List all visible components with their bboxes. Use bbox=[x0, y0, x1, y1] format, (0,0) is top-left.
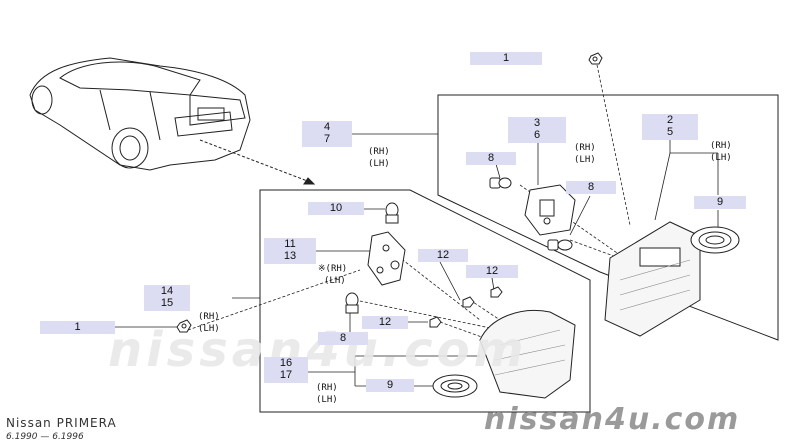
part-bulb-10 bbox=[385, 202, 399, 224]
part-bulb-8c bbox=[345, 292, 359, 314]
part-outer-lens-2-5 bbox=[604, 221, 701, 337]
part-label-8a[interactable]: 8 bbox=[466, 152, 516, 165]
side-11-13: ※(RH)(LH) bbox=[318, 264, 348, 286]
part-label-9b[interactable]: 9 bbox=[366, 379, 414, 392]
site-brand: nissan4u.com bbox=[484, 402, 741, 437]
part-gasket-9b bbox=[432, 374, 478, 398]
part-label-10[interactable]: 10 bbox=[308, 202, 364, 215]
part-gasket-9a bbox=[690, 226, 740, 254]
watermark: nissan4u.com bbox=[108, 322, 528, 378]
car-arrow bbox=[199, 139, 316, 185]
side-3-6: (RH)(LH) bbox=[574, 143, 596, 165]
part-label-12a[interactable]: 12 bbox=[418, 249, 468, 262]
part-bulb-8a bbox=[489, 177, 512, 189]
part-socket-3-6 bbox=[524, 184, 576, 236]
part-label-8c[interactable]: 8 bbox=[318, 332, 368, 345]
model-name: Nissan PRIMERA bbox=[6, 416, 117, 430]
car-illustration bbox=[29, 57, 251, 171]
part-label-9a[interactable]: 9 bbox=[694, 196, 746, 209]
inner-lamp-boundary bbox=[259, 189, 591, 413]
part-washers-12 bbox=[429, 286, 503, 328]
date-range: 6.1990 — 6.1996 bbox=[6, 432, 84, 442]
part-label-8b[interactable]: 8 bbox=[566, 181, 616, 194]
part-nut-left bbox=[176, 319, 192, 333]
part-label-12c[interactable]: 12 bbox=[362, 316, 408, 329]
part-inner-lens-16-17 bbox=[479, 309, 576, 399]
part-label-1-top[interactable]: 1 bbox=[470, 52, 542, 65]
part-label-12b[interactable]: 12 bbox=[466, 265, 518, 278]
part-label-1-left[interactable]: 1 bbox=[40, 321, 115, 334]
side-4-7: (RH)(LH) bbox=[368, 147, 390, 169]
side-16-17: (RH)(LH) bbox=[316, 383, 338, 405]
part-bulb-8b bbox=[547, 239, 573, 251]
side-2-5: (RH)(LH) bbox=[710, 141, 732, 163]
part-socket-11-13 bbox=[367, 231, 406, 286]
part-nut-top bbox=[588, 52, 603, 65]
solid-leaders bbox=[115, 133, 719, 387]
side-14-15: (RH)(LH) bbox=[198, 312, 220, 334]
